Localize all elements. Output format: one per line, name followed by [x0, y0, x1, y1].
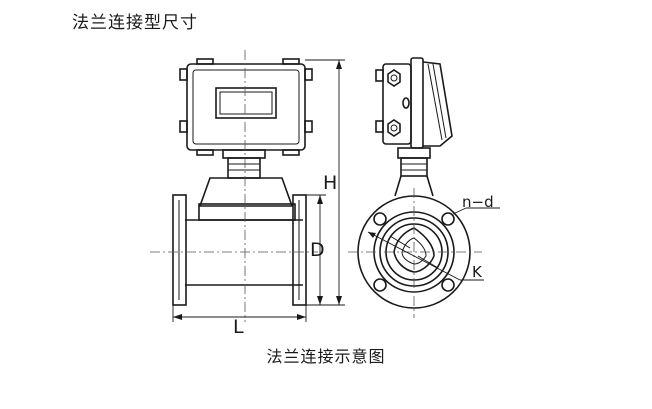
- side-neck: [394, 147, 434, 197]
- side-view: [348, 57, 482, 318]
- page-title: 法兰连接型尺寸: [72, 13, 198, 33]
- transmitter-housing: [179, 58, 313, 156]
- lcd-display: [215, 87, 277, 119]
- front-view: [150, 50, 318, 322]
- meter-body: [185, 177, 303, 286]
- dimension-l: L: [172, 305, 307, 338]
- bolt-hole: [441, 212, 455, 226]
- dimension-h: H: [305, 59, 345, 306]
- dimension-l-label: L: [233, 316, 244, 338]
- leader-n-d: n−d: [452, 193, 500, 215]
- dimension-d-label: D: [310, 239, 325, 261]
- leader-k: K: [367, 231, 484, 281]
- pitch-circle-label: K: [472, 263, 483, 281]
- bolt-hole: [441, 278, 455, 292]
- caption: 法兰连接示意图: [266, 347, 386, 366]
- left-flange: [172, 194, 187, 306]
- dimension-h-label: H: [323, 172, 337, 194]
- bolt-holes-label: n−d: [462, 193, 494, 211]
- bolt-hole: [373, 278, 387, 292]
- neck: [222, 149, 266, 179]
- right-flange: [292, 194, 307, 306]
- side-housing: [375, 57, 453, 149]
- bolt-hole: [373, 212, 387, 226]
- dimension-d: D: [306, 194, 326, 305]
